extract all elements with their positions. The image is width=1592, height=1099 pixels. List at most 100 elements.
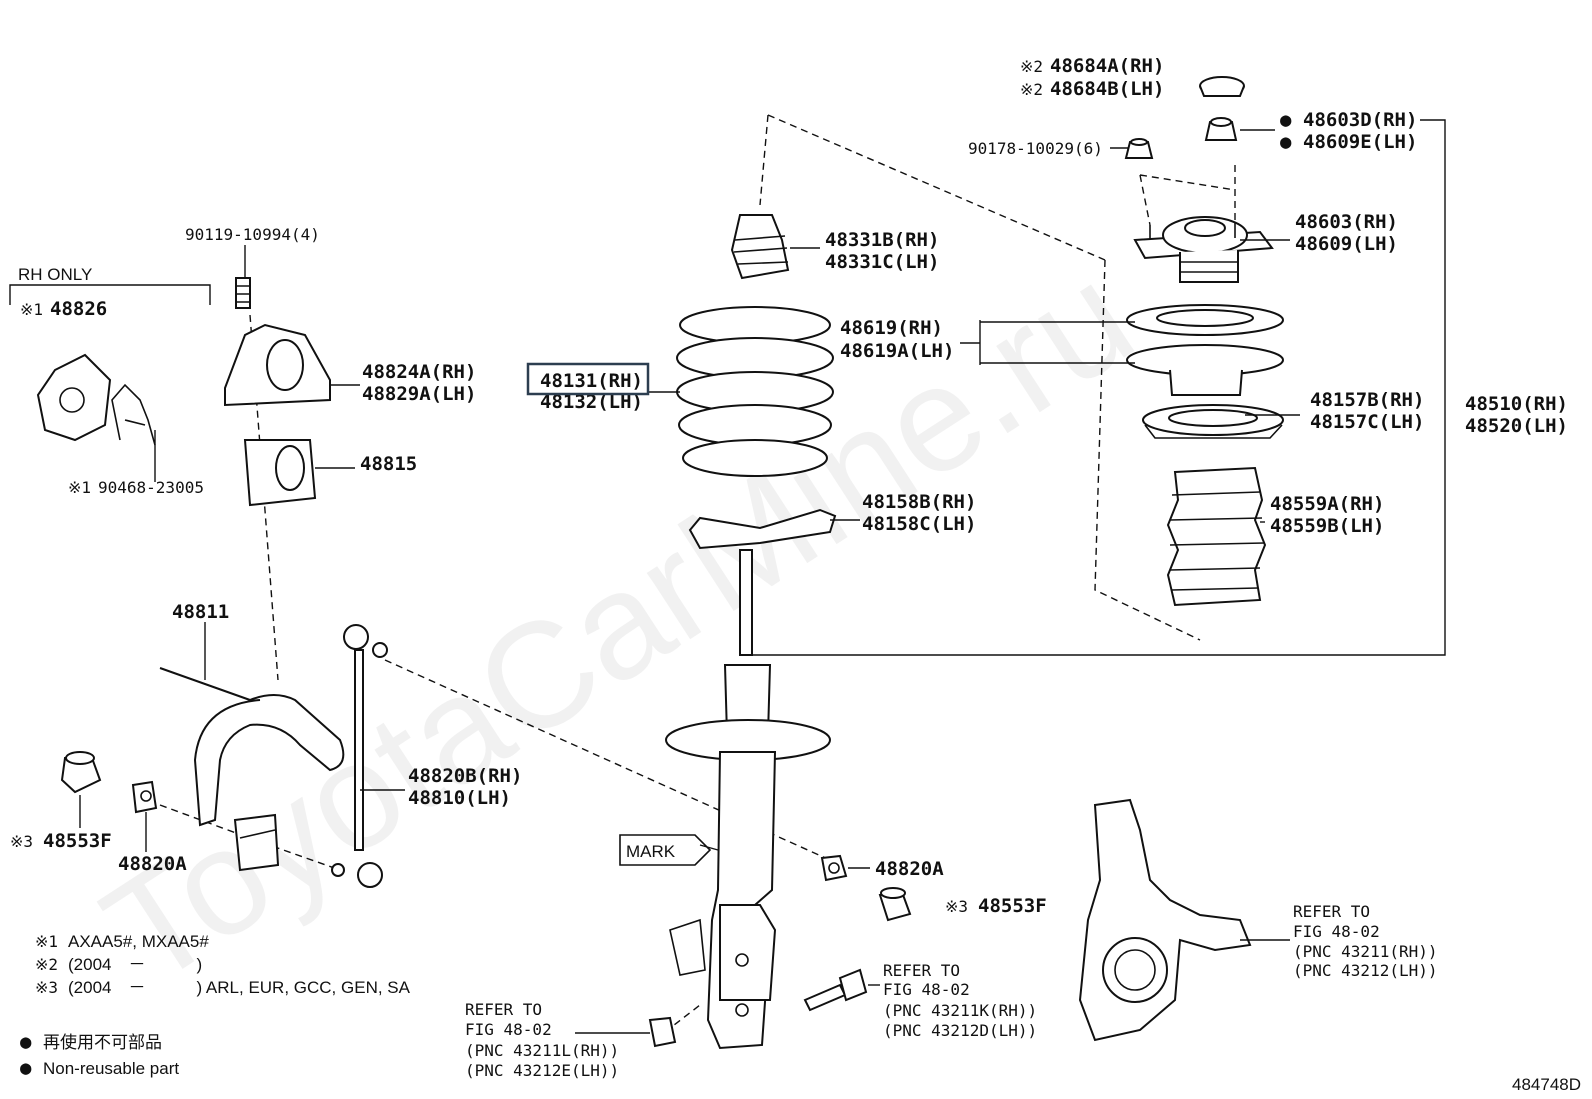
top-nut-part[interactable] (1204, 117, 1238, 141)
callout-48820a-right[interactable]: 48820A (875, 858, 944, 880)
svg-text:48520(LH): 48520(LH) (1465, 415, 1568, 437)
bumper-guide-line (759, 114, 769, 206)
link-washer-left-part[interactable] (131, 780, 158, 814)
svg-text:90119-10994(4): 90119-10994(4) (185, 225, 320, 244)
clip-part[interactable] (111, 383, 156, 446)
svg-text:再使用不可部品: 再使用不可部品 (43, 1032, 162, 1052)
callout-48331[interactable]: 48331B(RH) 48331C(LH) (825, 229, 939, 273)
lower-insulator-part[interactable] (688, 508, 837, 550)
callout-90119[interactable]: 90119-10994(4) (185, 225, 320, 244)
callout-48603d[interactable]: ● 48603D(RH) ● 48609E(LH) (1280, 109, 1417, 153)
support-assembly-part[interactable] (1133, 216, 1274, 283)
callout-48826[interactable]: ※1 48826 (20, 298, 107, 320)
svg-text:48603D(RH): 48603D(RH) (1303, 109, 1417, 131)
svg-text:※2: ※2 (1020, 57, 1043, 76)
svg-text:※2: ※2 (35, 955, 58, 974)
mark-tag: MARK (619, 834, 712, 866)
link-nut-left-part[interactable] (60, 751, 102, 794)
callout-48820a-left[interactable]: 48820A (118, 853, 187, 875)
callout-48553f-left[interactable]: ※3 48553F (10, 830, 112, 852)
bracket-bolt-part[interactable] (235, 277, 251, 309)
svg-text:(PNC 43211K(RH)): (PNC 43211K(RH)) (883, 1001, 1037, 1020)
svg-text:●: ● (1280, 109, 1292, 131)
svg-text:(2004 － ) ARL, EUR, GCC, GEN: (2004 － ) ARL, EUR, GCC, GEN, SA (68, 978, 411, 997)
svg-text:48811: 48811 (172, 601, 229, 623)
top-guide-line (767, 114, 1106, 261)
svg-text:(PNC 43212(LH)): (PNC 43212(LH)) (1293, 961, 1438, 980)
stabilizer-bushing-part[interactable] (243, 439, 317, 507)
svg-text:(PNC 43211(RH)): (PNC 43211(RH)) (1293, 942, 1438, 961)
svg-text:48684B(LH): 48684B(LH) (1050, 78, 1164, 100)
boot-guide-line (1094, 259, 1201, 641)
figure-code: 484748D (1512, 1075, 1581, 1094)
svg-text:48684A(RH): 48684A(RH) (1050, 55, 1164, 77)
steering-knuckle-part[interactable] (1078, 798, 1252, 1042)
flange-nut-part[interactable] (1124, 138, 1154, 159)
callout-48157[interactable]: 48157B(RH) 48157C(LH) (1310, 389, 1424, 433)
callout-48510[interactable]: 48510(RH) 48520(LH) (1465, 393, 1568, 437)
svg-text:48553F: 48553F (978, 895, 1047, 917)
svg-text:48619A(LH): 48619A(LH) (840, 340, 954, 362)
ref-bolt[interactable]: REFER TO FIG 48-02 (PNC 43211K(RH)) (PNC… (883, 961, 1037, 1040)
svg-text:48553F: 48553F (43, 830, 112, 852)
callout-highlight-frame (526, 362, 650, 396)
ref-nut[interactable]: REFER TO FIG 48-02 (PNC 43211L(RH)) (PNC… (465, 1000, 619, 1080)
callout-48619[interactable]: 48619(RH) 48619A(LH) (840, 317, 954, 362)
nut-guide-line-b (1139, 174, 1151, 226)
dust-cap-part[interactable] (1199, 76, 1245, 97)
svg-text:※1: ※1 (68, 478, 91, 497)
svg-text:48157B(RH): 48157B(RH) (1310, 389, 1424, 411)
svg-text:48131(RH): 48131(RH) (540, 370, 643, 392)
callout-48820b[interactable]: 48820B(RH) 48810(LH) (408, 765, 522, 809)
stabilizer-link-part[interactable] (331, 624, 388, 888)
svg-text:FIG 48-02: FIG 48-02 (465, 1020, 552, 1039)
svg-text:※3: ※3 (10, 832, 33, 851)
callout-48553f-right[interactable]: ※3 48553F (945, 895, 1047, 917)
callout-48824[interactable]: 48824A(RH) 48829A(LH) (362, 361, 476, 405)
rh-only-label: RH ONLY (18, 265, 92, 284)
callout-48559[interactable]: 48559A(RH) 48559B(LH) (1270, 493, 1384, 537)
bump-stopper-part[interactable] (730, 214, 790, 280)
nut-bottom-guide-line (664, 1004, 701, 1033)
svg-text:48820A: 48820A (118, 853, 187, 875)
svg-text:※1: ※1 (35, 932, 58, 951)
svg-text:※3: ※3 (35, 978, 58, 997)
svg-text:48820B(RH): 48820B(RH) (408, 765, 522, 787)
svg-text:REFER TO: REFER TO (883, 961, 960, 980)
svg-text:Non-reusable part: Non-reusable part (43, 1059, 179, 1078)
shock-absorber-part[interactable] (665, 549, 831, 1050)
bearing-part[interactable] (1142, 404, 1284, 439)
stabilizer-bracket-part[interactable] (224, 323, 331, 407)
coil-spring-part[interactable] (676, 306, 834, 477)
callout-90468[interactable]: ※1 90468-23005 (68, 478, 204, 497)
svg-text:48609(LH): 48609(LH) (1295, 233, 1398, 255)
stabilizer-bar-part[interactable] (159, 667, 345, 872)
callout-48815[interactable]: 48815 (360, 453, 417, 475)
legend-dot: ● (20, 1031, 32, 1053)
knuckle-nut-part[interactable] (648, 1016, 677, 1048)
dust-boot-part[interactable] (1166, 466, 1267, 607)
knuckle-bolt-part[interactable] (803, 968, 868, 1012)
upper-insulator-part[interactable] (1126, 304, 1284, 396)
callout-48158[interactable]: 48158B(RH) 48158C(LH) (862, 491, 976, 535)
callout-48811[interactable]: 48811 (172, 601, 229, 623)
callout-48603[interactable]: 48603(RH) 48609(LH) (1295, 211, 1398, 255)
svg-text:48829A(LH): 48829A(LH) (362, 383, 476, 405)
nut-guide-line-a (1139, 174, 1236, 191)
link-washer-right-part[interactable] (820, 854, 848, 882)
svg-text:48559B(LH): 48559B(LH) (1270, 515, 1384, 537)
svg-text:FIG 48-02: FIG 48-02 (1293, 922, 1380, 941)
svg-text:(PNC 43211L(RH)): (PNC 43211L(RH)) (465, 1041, 619, 1060)
svg-text:MARK: MARK (626, 842, 676, 861)
svg-text:48331B(RH): 48331B(RH) (825, 229, 939, 251)
svg-text:※1: ※1 (20, 300, 43, 319)
svg-text:AXAA5#, MXAA5#: AXAA5#, MXAA5# (68, 932, 209, 951)
stabilizer-plate-part[interactable] (36, 353, 112, 442)
leader-lines (9, 119, 1446, 1034)
callout-90178[interactable]: 90178-10029(6) (968, 139, 1103, 158)
ref-knuckle[interactable]: REFER TO FIG 48-02 (PNC 43211(RH)) (PNC … (1293, 902, 1438, 980)
callout-48684[interactable]: ※2 48684A(RH) ※2 48684B(LH) (1020, 55, 1164, 100)
link-nut-right-part[interactable] (878, 887, 912, 922)
svg-text:48810(LH): 48810(LH) (408, 787, 511, 809)
callout-48131[interactable]: 48132(LH) 48131(RH) (526, 362, 650, 413)
